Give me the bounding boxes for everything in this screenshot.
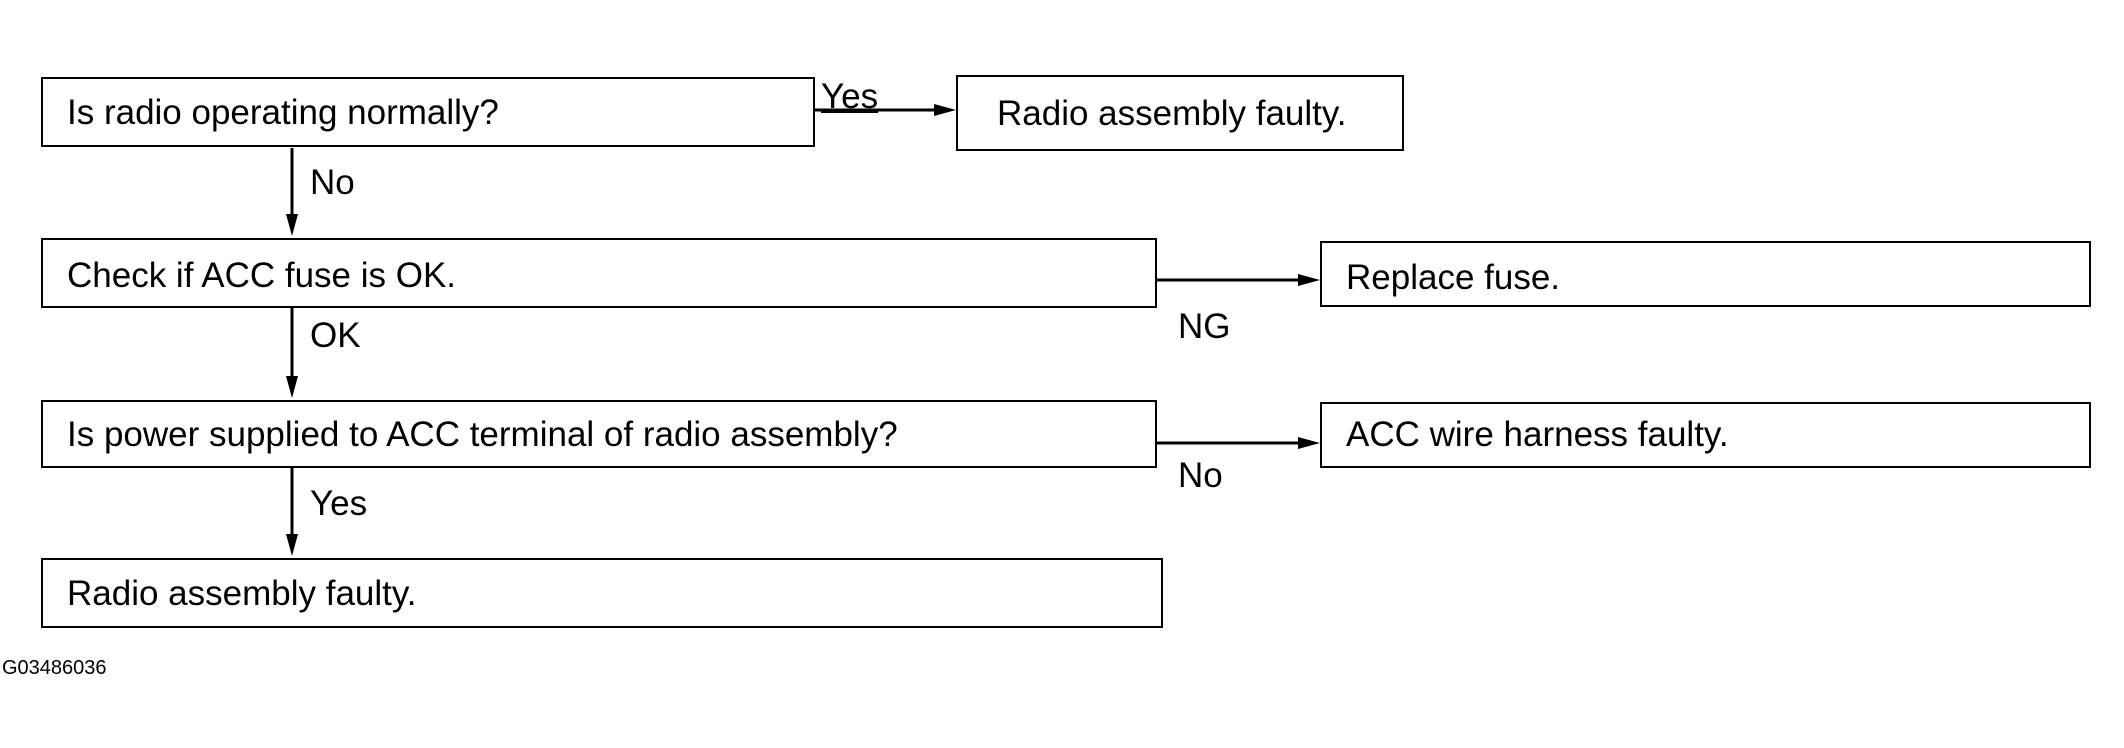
- edge-label-no-harness: No: [1178, 456, 1223, 495]
- result-radio-assembly-faulty-top-text: Radio assembly faulty.: [997, 93, 1347, 133]
- arrowhead-ok: [286, 376, 298, 398]
- question-power-supplied-text: Is power supplied to ACC terminal of rad…: [67, 414, 898, 454]
- question-acc-fuse: Check if ACC fuse is OK.: [41, 238, 1157, 308]
- arrowhead-yes-bottom: [286, 534, 298, 556]
- edge-label-yes-bottom: Yes: [310, 484, 368, 523]
- result-radio-assembly-faulty-bottom: Radio assembly faulty.: [41, 558, 1163, 628]
- result-radio-assembly-faulty-bottom-text: Radio assembly faulty.: [67, 573, 417, 613]
- edge-label-yes-top: Yes: [821, 77, 879, 116]
- arrowhead-no: [286, 214, 298, 236]
- question-radio-operating-text: Is radio operating normally?: [67, 92, 499, 132]
- result-acc-wire-harness-text: ACC wire harness faulty.: [1346, 415, 1729, 454]
- result-replace-fuse-text: Replace fuse.: [1346, 258, 1561, 297]
- edge-label-ok: OK: [310, 316, 361, 355]
- arrowhead-ng: [1298, 274, 1320, 286]
- result-radio-assembly-faulty-top: Radio assembly faulty.: [956, 75, 1404, 151]
- question-acc-fuse-text: Check if ACC fuse is OK.: [67, 256, 457, 295]
- question-power-supplied: Is power supplied to ACC terminal of rad…: [41, 400, 1157, 468]
- result-replace-fuse: Replace fuse.: [1320, 241, 2091, 307]
- edge-label-ng: NG: [1178, 307, 1231, 346]
- result-acc-wire-harness: ACC wire harness faulty.: [1320, 402, 2091, 468]
- arrowhead-yes: [934, 104, 956, 116]
- edge-label-no-top: No: [310, 163, 355, 202]
- question-radio-operating: Is radio operating normally?: [41, 77, 815, 147]
- arrowhead-no-harness: [1298, 437, 1320, 449]
- figure-code: G03486036: [2, 657, 107, 679]
